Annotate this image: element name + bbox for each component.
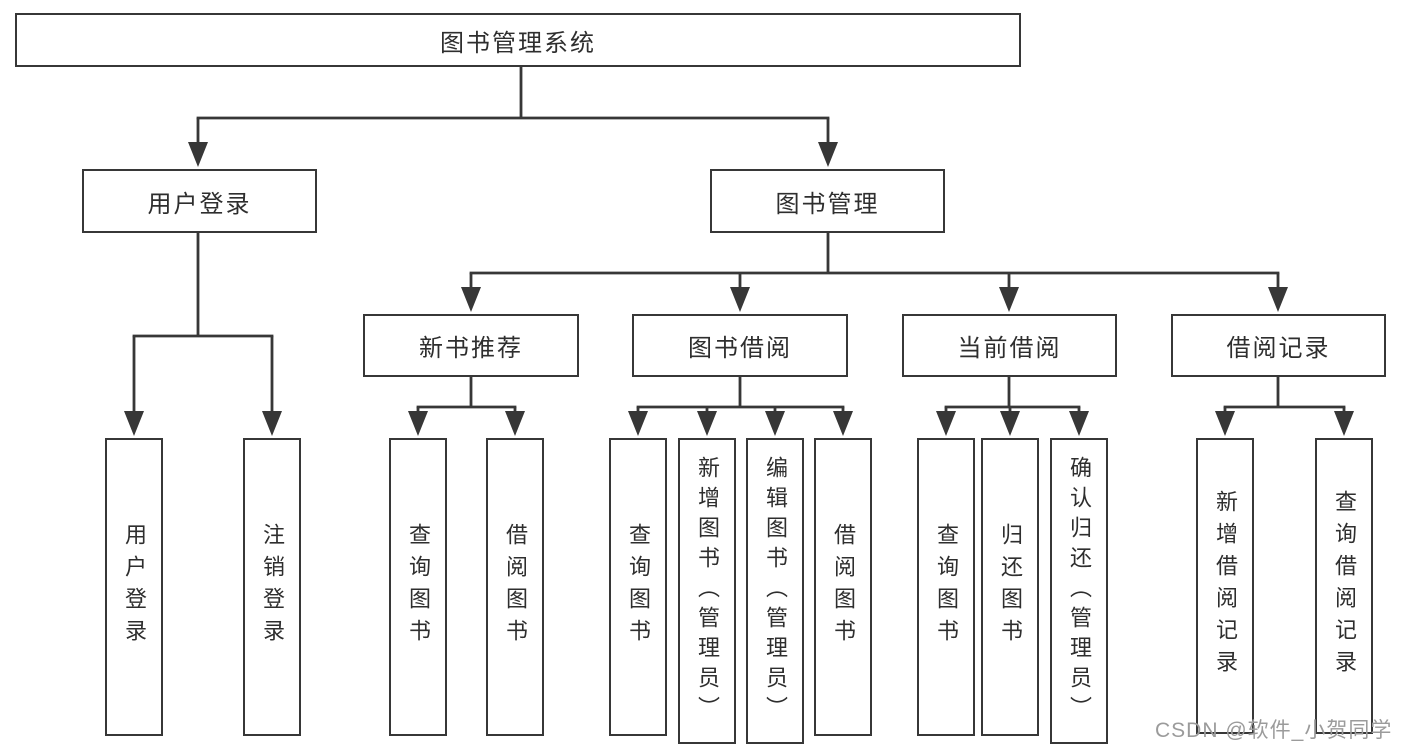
leaf-add-books-admin: 新增图书（管理员） (678, 438, 736, 744)
node-book-borrowing: 图书借阅 (632, 314, 848, 377)
node-borrowing-records: 借阅记录 (1171, 314, 1386, 377)
leaf-borrow-books-recommend: 借阅图书 (486, 438, 544, 736)
leaf-query-books-borrowing: 查询图书 (609, 438, 667, 736)
leaf-confirm-return-admin: 确认归还（管理员） (1050, 438, 1108, 744)
leaf-user-login: 用户登录 (105, 438, 163, 736)
leaf-add-borrow-record: 新增借阅记录 (1196, 438, 1254, 734)
leaf-borrow-books-borrowing: 借阅图书 (814, 438, 872, 736)
leaf-logout: 注销登录 (243, 438, 301, 736)
leaf-query-borrow-record: 查询借阅记录 (1315, 438, 1373, 734)
node-current-borrowing: 当前借阅 (902, 314, 1117, 377)
leaf-edit-books-admin: 编辑图书（管理员） (746, 438, 804, 744)
leaf-return-books: 归还图书 (981, 438, 1039, 736)
node-library-management-system: 图书管理系统 (15, 13, 1021, 67)
csdn-watermark: CSDN @软件_小贺同学 (1155, 719, 1393, 742)
node-new-book-recommendation: 新书推荐 (363, 314, 579, 377)
node-book-management: 图书管理 (710, 169, 945, 233)
leaf-query-books-recommend: 查询图书 (389, 438, 447, 736)
node-user-login: 用户登录 (82, 169, 317, 233)
leaf-query-books-current: 查询图书 (917, 438, 975, 736)
